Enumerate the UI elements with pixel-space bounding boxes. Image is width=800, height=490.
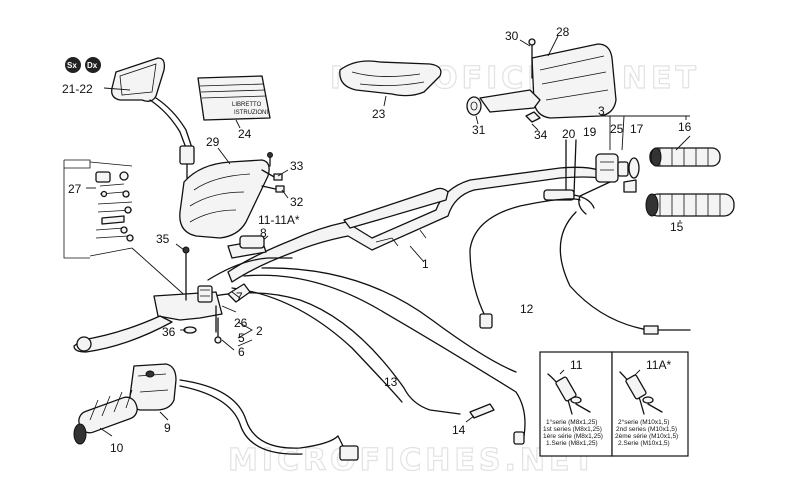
label-31: 31: [472, 123, 486, 137]
badge-dx: Dx: [87, 61, 98, 70]
cables: [179, 198, 691, 461]
label-23: 23: [372, 107, 386, 121]
label-33: 33: [290, 159, 304, 173]
label-19: 19: [583, 125, 597, 139]
label-26: 26: [234, 316, 248, 330]
label-12: 12: [520, 302, 534, 316]
mirror: [103, 57, 195, 179]
label-6: 6: [238, 345, 245, 359]
label-17: 17: [630, 122, 644, 136]
label-27: 27: [68, 182, 82, 196]
label-29: 29: [206, 135, 220, 149]
inset-left-notes: 1°serie (M8x1,25) 1st series (M8x1,25) 1…: [543, 418, 603, 447]
inset-left-line-3: 1ère série (M8x1,25): [543, 433, 603, 440]
inset-left-line-1: 1°serie (M8x1,25): [546, 418, 597, 426]
right-handguard: [466, 35, 617, 131]
label-5: 5: [238, 331, 245, 345]
label-7: 7: [236, 290, 243, 304]
inset-right-line-1: 2°serie (M10x1,5): [618, 418, 669, 426]
label-3: 3: [598, 104, 605, 118]
inset-left-label: 11: [570, 358, 583, 372]
label-25: 25: [610, 122, 624, 136]
badge-sx: Sx: [67, 61, 77, 70]
label-13: 13: [384, 375, 398, 389]
inset-right-line-2: 2nd series (M10x1,5): [616, 426, 677, 433]
label-21-22: 21-22: [62, 82, 93, 96]
right-controls: [543, 115, 735, 222]
label-15: 15: [670, 220, 684, 234]
owners-manual: LIBRETTO ISTRUZIONI: [197, 75, 271, 129]
mirror-side-badges: Sx Dx: [65, 57, 101, 73]
label-28: 28: [556, 25, 570, 39]
label-20: 20: [562, 127, 576, 141]
part-number-labels: 21-22 24 23 30 28 31 34 3 20 19 25 17 16…: [62, 25, 692, 455]
label-10: 10: [110, 441, 124, 455]
inset-left-line-4: 1.Serie (M8x1,25): [546, 440, 598, 447]
label-16: 16: [678, 120, 692, 134]
label-36: 36: [162, 325, 176, 339]
left-switch-and-grip: [73, 363, 177, 445]
inset-right-line-4: 2.Serie (M10x1,5): [618, 440, 670, 447]
manual-line-1: LIBRETTO: [232, 102, 262, 108]
inset-right-notes: 2°serie (M10x1,5) 2nd series (M10x1,5) 2…: [615, 418, 678, 447]
label-30: 30: [505, 29, 519, 43]
label-35: 35: [156, 232, 170, 246]
left-handguard: [179, 147, 289, 239]
label-8: 8: [260, 226, 267, 240]
inset-right-line-3: 2ème série (M10x1,5): [615, 433, 678, 440]
inset-right-label: 11A*: [646, 358, 671, 372]
clutch-lever-assembly: [73, 235, 269, 353]
inset-panels: [539, 351, 689, 457]
label-11-11a: 11-11A*: [258, 213, 300, 227]
tool-bag: [339, 60, 442, 107]
label-2: 2: [256, 324, 263, 338]
label-32: 32: [290, 195, 304, 209]
manual-line-2: ISTRUZIONI: [234, 110, 268, 116]
hardware-kit: [63, 159, 191, 301]
part-14-stud: [465, 403, 495, 423]
label-34: 34: [534, 128, 548, 142]
label-9: 9: [164, 421, 171, 435]
label-24: 24: [238, 127, 252, 141]
inset-left-line-2: 1st series (M8x1,25): [543, 426, 602, 433]
label-14: 14: [452, 423, 466, 437]
label-1: 1: [422, 257, 429, 271]
